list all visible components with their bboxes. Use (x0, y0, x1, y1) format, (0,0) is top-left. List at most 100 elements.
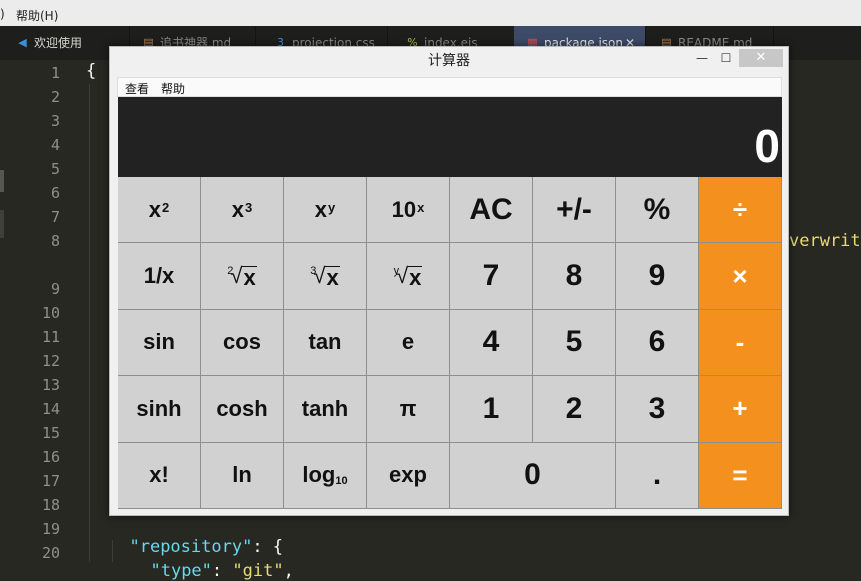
digit-2-button[interactable]: 2 (533, 376, 616, 443)
json-punct: : (211, 561, 233, 581)
menu-item-help[interactable]: 帮助(H) (16, 9, 59, 23)
percent-button[interactable]: % (616, 177, 699, 244)
json-string: "git" (232, 561, 284, 581)
root-arg: x (408, 265, 423, 291)
json-key: "repository" (129, 537, 253, 557)
line-number: 12 (41, 352, 60, 370)
square-root-button[interactable]: 2√x (201, 243, 284, 310)
line-number: 16 (41, 448, 60, 466)
digit-7-button[interactable]: 7 (450, 243, 533, 310)
root-index: 3 (310, 265, 317, 278)
key-base: x (314, 196, 327, 222)
key-exponent: 2 (162, 200, 170, 216)
all-clear-button[interactable]: AC (450, 177, 533, 244)
line-number: 10 (41, 304, 60, 322)
line-number: 8 (50, 232, 60, 250)
menu-item-view[interactable]: 查看 (125, 82, 150, 96)
tan-button[interactable]: tan (284, 309, 367, 377)
maximize-button[interactable]: ☐ (720, 51, 732, 65)
digit-9-button[interactable]: 9 (616, 243, 699, 310)
radical-icon: y√x (393, 263, 423, 291)
line-number: 7 (50, 208, 60, 226)
sinh-button[interactable]: sinh (118, 376, 201, 443)
code-line-20[interactable]: "type": "git", (130, 541, 294, 581)
key-base: log (302, 462, 336, 488)
line-number: 14 (41, 400, 60, 418)
multiply-button[interactable]: × (699, 243, 782, 310)
key-exponent: 3 (245, 200, 253, 216)
key-subscript: 10 (335, 475, 348, 488)
equals-button[interactable]: = (699, 442, 782, 509)
line-number: 1 (50, 64, 60, 82)
line-number: 5 (50, 160, 60, 178)
radical-icon: 2√x (227, 263, 257, 291)
close-icon[interactable]: ✕ (624, 36, 635, 50)
vscode-icon: ◀ (18, 36, 27, 49)
editor-menubar: ) 帮助(H) (0, 0, 861, 26)
line-number: 3 (50, 112, 60, 130)
reciprocal-button[interactable]: 1/x (118, 243, 201, 310)
euler-button[interactable]: e (367, 309, 450, 377)
tanh-button[interactable]: tanh (284, 376, 367, 443)
key-exponent: x (417, 200, 425, 216)
line-number: 19 (41, 520, 60, 538)
code-line-19[interactable]: "repository": { (109, 517, 283, 557)
json-punct: , (283, 561, 294, 581)
window-title: 计算器 (428, 53, 470, 69)
nth-root-button[interactable]: y√x (367, 243, 450, 310)
exp-button[interactable]: exp (367, 442, 450, 509)
sign-toggle-button[interactable]: +/- (533, 177, 616, 244)
decimal-button[interactable]: . (616, 442, 699, 509)
line-number: 2 (50, 88, 60, 106)
digit-5-button[interactable]: 5 (533, 309, 616, 377)
key-base: x (148, 196, 161, 222)
root-index: 2 (227, 265, 234, 278)
divide-button[interactable]: ÷ (699, 177, 782, 244)
tab-label: 欢迎使用 (34, 36, 83, 50)
digit-6-button[interactable]: 6 (616, 309, 699, 377)
cube-root-button[interactable]: 3√x (284, 243, 367, 310)
add-button[interactable]: + (699, 376, 782, 443)
root-arg: x (325, 265, 340, 291)
code-line-8-tail[interactable]: verwrit (789, 231, 861, 251)
cosh-button[interactable]: cosh (201, 376, 284, 443)
cos-button[interactable]: cos (201, 309, 284, 377)
root-index: y (393, 265, 400, 278)
menu-item-help[interactable]: 帮助 (161, 82, 186, 96)
line-number: 15 (41, 424, 60, 442)
root-arg: x (242, 265, 257, 291)
line-number: 17 (41, 472, 60, 490)
radical-icon: 3√x (310, 263, 340, 291)
code-line-1[interactable]: { (86, 61, 97, 81)
digit-3-button[interactable]: 3 (616, 376, 699, 443)
ln-button[interactable]: ln (201, 442, 284, 509)
digit-0-button[interactable]: 0 (450, 442, 616, 509)
menu-item-fragment[interactable]: ) (0, 7, 5, 21)
scroll-marker (0, 210, 4, 238)
line-number: 6 (50, 184, 60, 202)
pi-button[interactable]: π (367, 376, 450, 443)
scroll-marker (0, 170, 4, 192)
minimize-button[interactable]: — (696, 51, 708, 65)
digit-4-button[interactable]: 4 (450, 309, 533, 377)
markdown-icon: ▤ (143, 36, 154, 49)
subtract-button[interactable]: - (699, 309, 782, 377)
key-exponent: y (328, 200, 336, 216)
markdown-icon: ▤ (661, 36, 672, 49)
display-value: 0 (754, 120, 780, 172)
css-icon: 3 (277, 36, 284, 49)
key-base: x (231, 196, 244, 222)
sin-button[interactable]: sin (118, 309, 201, 377)
json-key: "type" (150, 561, 212, 581)
tab-welcome[interactable]: ◀ 欢迎使用 (4, 26, 130, 60)
factorial-button[interactable]: x! (118, 442, 201, 509)
close-button[interactable]: ✕ (739, 49, 783, 67)
digit-1-button[interactable]: 1 (450, 376, 533, 443)
digit-8-button[interactable]: 8 (533, 243, 616, 310)
